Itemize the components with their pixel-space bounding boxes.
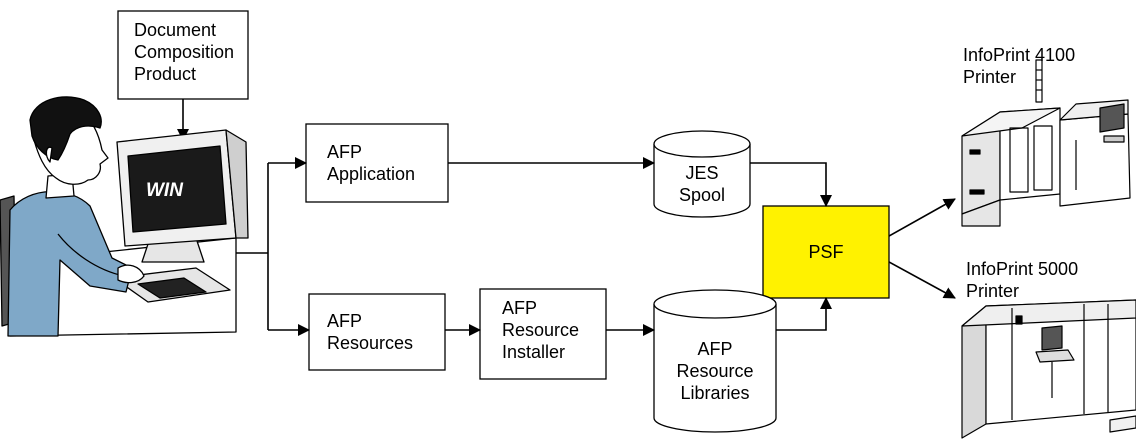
- printer-5000-line-2: Printer: [966, 281, 1020, 301]
- psf-label: PSF: [808, 242, 844, 262]
- afp-resource-libraries-label: AFP Resource Libraries: [656, 338, 774, 404]
- win-screen-label: WIN: [146, 180, 183, 201]
- afp-resource-installer-line-3: Installer: [502, 342, 566, 362]
- arrow-psf-to-5000: [888, 261, 956, 299]
- doc-composition-line-1: Document: [134, 20, 217, 40]
- arrow-jes-to-psf: [750, 162, 832, 207]
- printer-4100-icon: [961, 59, 1131, 227]
- afp-application-label: AFP Application: [327, 141, 415, 185]
- jes-spool-label: JES Spool: [656, 162, 748, 206]
- printer-5000-icon: [961, 299, 1136, 439]
- connectors: [177, 99, 956, 336]
- afp-resources-label: AFP Resources: [327, 310, 413, 354]
- afp-application-line-1: AFP: [327, 142, 363, 162]
- printer-5000-line-1: InfoPrint 5000: [966, 259, 1079, 279]
- printer-4100-label: InfoPrint 4100 Printer: [963, 44, 1075, 88]
- afp-resources-box: [308, 293, 446, 371]
- afp-application-line-2: Application: [327, 164, 416, 184]
- doc-composition-box: [117, 10, 249, 100]
- afp-resource-libraries-cylinder: [653, 289, 777, 433]
- doc-composition-line-2: Composition: [134, 42, 235, 62]
- afp-application-box: [305, 123, 449, 203]
- doc-composition-line-3: Product: [134, 64, 197, 84]
- afp-resource-libraries-line-1: AFP: [697, 339, 733, 359]
- afp-resources-line-1: AFP: [327, 311, 363, 331]
- afp-resource-libraries-line-3: Libraries: [680, 383, 750, 403]
- psf-box: [762, 205, 890, 299]
- jes-spool-line-1: JES: [685, 163, 719, 183]
- arrow-psf-to-4100: [888, 198, 956, 237]
- user-at-workstation-icon: [0, 96, 249, 337]
- arrow-libraries-to-psf: [776, 297, 832, 331]
- printer-4100-line-1: InfoPrint 4100: [963, 45, 1076, 65]
- doc-composition-label: Document Composition Product: [134, 19, 234, 85]
- afp-resource-installer-line-1: AFP: [502, 298, 538, 318]
- afp-resource-installer-line-2: Resource: [502, 320, 580, 340]
- afp-resource-installer-box: [479, 288, 607, 380]
- printer-4100-line-2: Printer: [963, 67, 1017, 87]
- afp-resources-line-2: Resources: [327, 333, 414, 353]
- printer-5000-label: InfoPrint 5000 Printer: [966, 258, 1078, 302]
- afp-resource-libraries-line-2: Resource: [676, 361, 754, 381]
- afp-resource-installer-label: AFP Resource Installer: [502, 297, 579, 363]
- jes-spool-cylinder: [653, 130, 751, 218]
- jes-spool-line-2: Spool: [678, 185, 726, 205]
